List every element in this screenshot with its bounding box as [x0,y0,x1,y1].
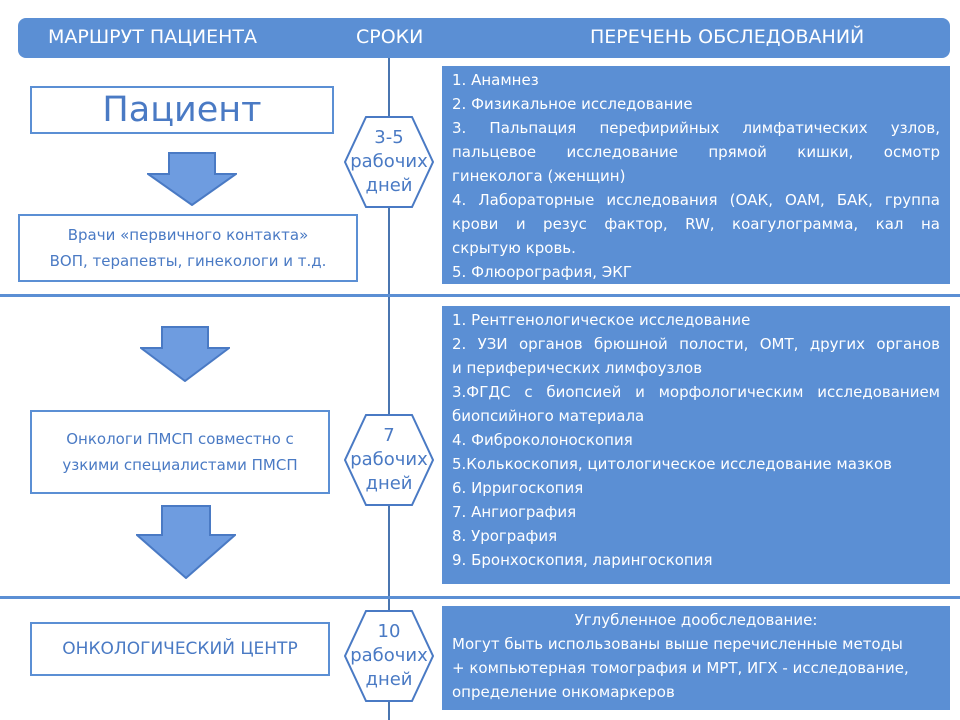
exam2-line-8: 6. Ирригоскопия [452,479,584,497]
exams-box-1: 1. Анамнез 2. Физикальное исследование 3… [442,66,950,284]
down-arrow-icon [144,152,240,207]
exam2-line-10: 8. Урография [452,527,558,545]
oncologists-line2: узкими специалистами ПМСП [62,456,298,474]
exam1-line-7: крови и резус фактор, RW, коагулограмма,… [452,215,940,233]
term-3-unit1: рабочих [350,645,428,666]
term-3-value: 10 [377,621,401,642]
patient-box: Пациент [30,86,334,134]
term-hexagon-1: 3-5 рабочих дней [344,116,434,208]
oncology-center-box: ОНКОЛОГИЧЕСКИЙ ЦЕНТР [30,622,330,676]
term-hexagon-3: 10 рабочих дней [344,610,434,702]
timeline-line [388,58,390,720]
oncologists-box: Онкологи ПМСП совместно с узкими специал… [30,410,330,494]
exam1-line-9: 5. Флюорография, ЭКГ [452,263,633,281]
exam1-line-2: 2. Физикальное исследование [452,95,693,113]
term-2-value: 7 [383,425,395,446]
exam1-line-4: пальцевое исследование прямой кишки, осм… [452,143,940,161]
exams-box-2: 1. Рентгенологическое исследование 2. УЗ… [442,306,950,584]
primary-contact-line1: Врачи «первичного контакта» [67,226,309,244]
exam2-line-4: 3.ФГДС с биопсией и морфологическим иссл… [452,383,940,401]
exam3-title: Углубленное дообследование: [574,611,818,629]
down-arrow-icon-3 [134,505,238,580]
patient-label: Пациент [102,90,262,130]
header-list: ПЕРЕЧЕНЬ ОБСЛЕДОВАНИЙ [590,26,865,48]
term-1-value: 3-5 [374,127,404,148]
row-divider-1 [0,294,960,297]
exam3-line-1: Могут быть использованы выше перечисленн… [452,635,903,653]
exam2-line-3: и периферических лимфоузлов [452,359,703,377]
exam2-line-2: 2. УЗИ органов брюшной полости, ОМТ, дру… [452,335,940,353]
down-arrow-icon-2 [138,326,232,383]
oncology-center-label: ОНКОЛОГИЧЕСКИЙ ЦЕНТР [62,639,298,659]
header-bar: МАРШРУТ ПАЦИЕНТА СРОКИ ПЕРЕЧЕНЬ ОБСЛЕДОВ… [18,18,950,58]
exam2-line-11: 9. Бронхоскопия, ларингоскопия [452,551,713,569]
term-3-unit2: дней [365,669,413,690]
exam1-line-5: гинеколога (женщин) [452,167,626,185]
oncologists-line1: Онкологи ПМСП совместно с [66,430,294,448]
header-terms: СРОКИ [356,26,424,48]
term-2-unit2: дней [365,473,413,494]
term-1-unit1: рабочих [350,151,428,172]
term-hexagon-2: 7 рабочих дней [344,414,434,506]
exam1-line-6: 4. Лабораторные исследования (ОАК, ОАМ, … [452,191,940,209]
exam2-line-7: 5.Колькоскопия, цитологическое исследова… [452,455,892,473]
header-route: МАРШРУТ ПАЦИЕНТА [48,26,257,48]
term-2-unit1: рабочих [350,449,428,470]
primary-contact-box: Врачи «первичного контакта» ВОП, терапев… [18,214,358,282]
primary-contact-line2: ВОП, терапевты, гинекологи и т.д. [49,252,327,270]
exam2-line-9: 7. Ангиография [452,503,577,521]
exam1-line-1: 1. Анамнез [452,71,539,89]
exam2-line-5: биопсийного материала [452,407,645,425]
row-divider-2 [0,596,960,599]
exam2-line-1: 1. Рентгенологическое исследование [452,311,751,329]
exam1-line-3: 3. Пальпация перефирийных лимфатических … [452,119,940,137]
exams-box-3: Углубленное дообследование: Могут быть и… [442,606,950,710]
exam3-line-2: + компьютерная томография и МРТ, ИГХ - и… [452,659,909,677]
term-1-unit2: дней [365,175,413,196]
exam3-line-3: определение онкомаркеров [452,683,675,701]
exam2-line-6: 4. Фиброколоноскопия [452,431,633,449]
exam1-line-8: скрытую кровь. [452,239,576,257]
